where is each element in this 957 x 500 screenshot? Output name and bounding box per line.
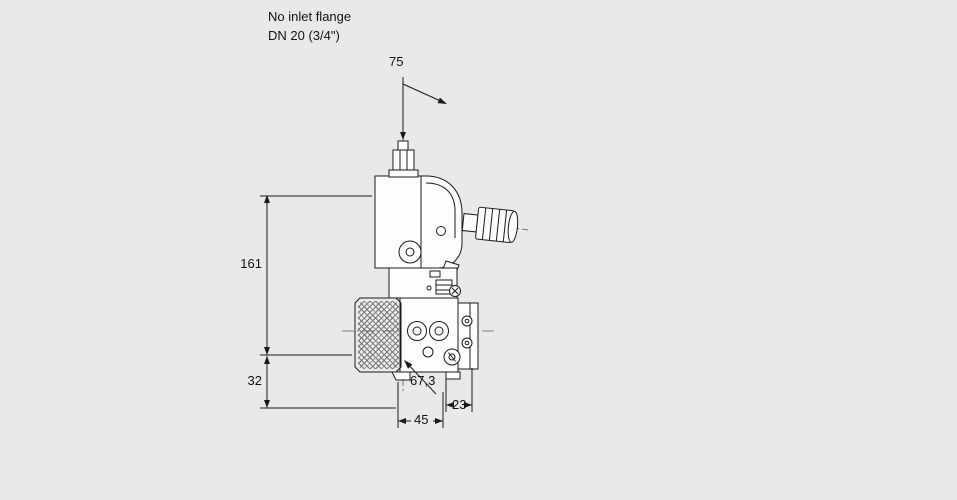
dim-161-label: 161 [240,256,262,271]
dim-75-label: 75 [389,54,404,69]
solenoid-actuator [374,175,463,274]
dimension-arrows [264,97,472,424]
side-knob [461,206,519,243]
dim-67-3-label: 67,3 [410,373,436,388]
note-text: No inlet flange DN 20 (3/4") [268,7,351,45]
top-hex-fitting [388,140,419,178]
dim-45-label: 45 [414,412,429,427]
dim-23-label: 23 [452,397,467,412]
note-line-2: DN 20 (3/4") [268,28,340,43]
strainer-mesh [358,301,399,369]
valve-outline [354,140,519,381]
dim-32-label: 32 [247,373,262,388]
strainer-outline [354,297,402,373]
neck-block [388,267,461,299]
valve-body [391,297,479,381]
note-line-1: No inlet flange [268,9,352,24]
